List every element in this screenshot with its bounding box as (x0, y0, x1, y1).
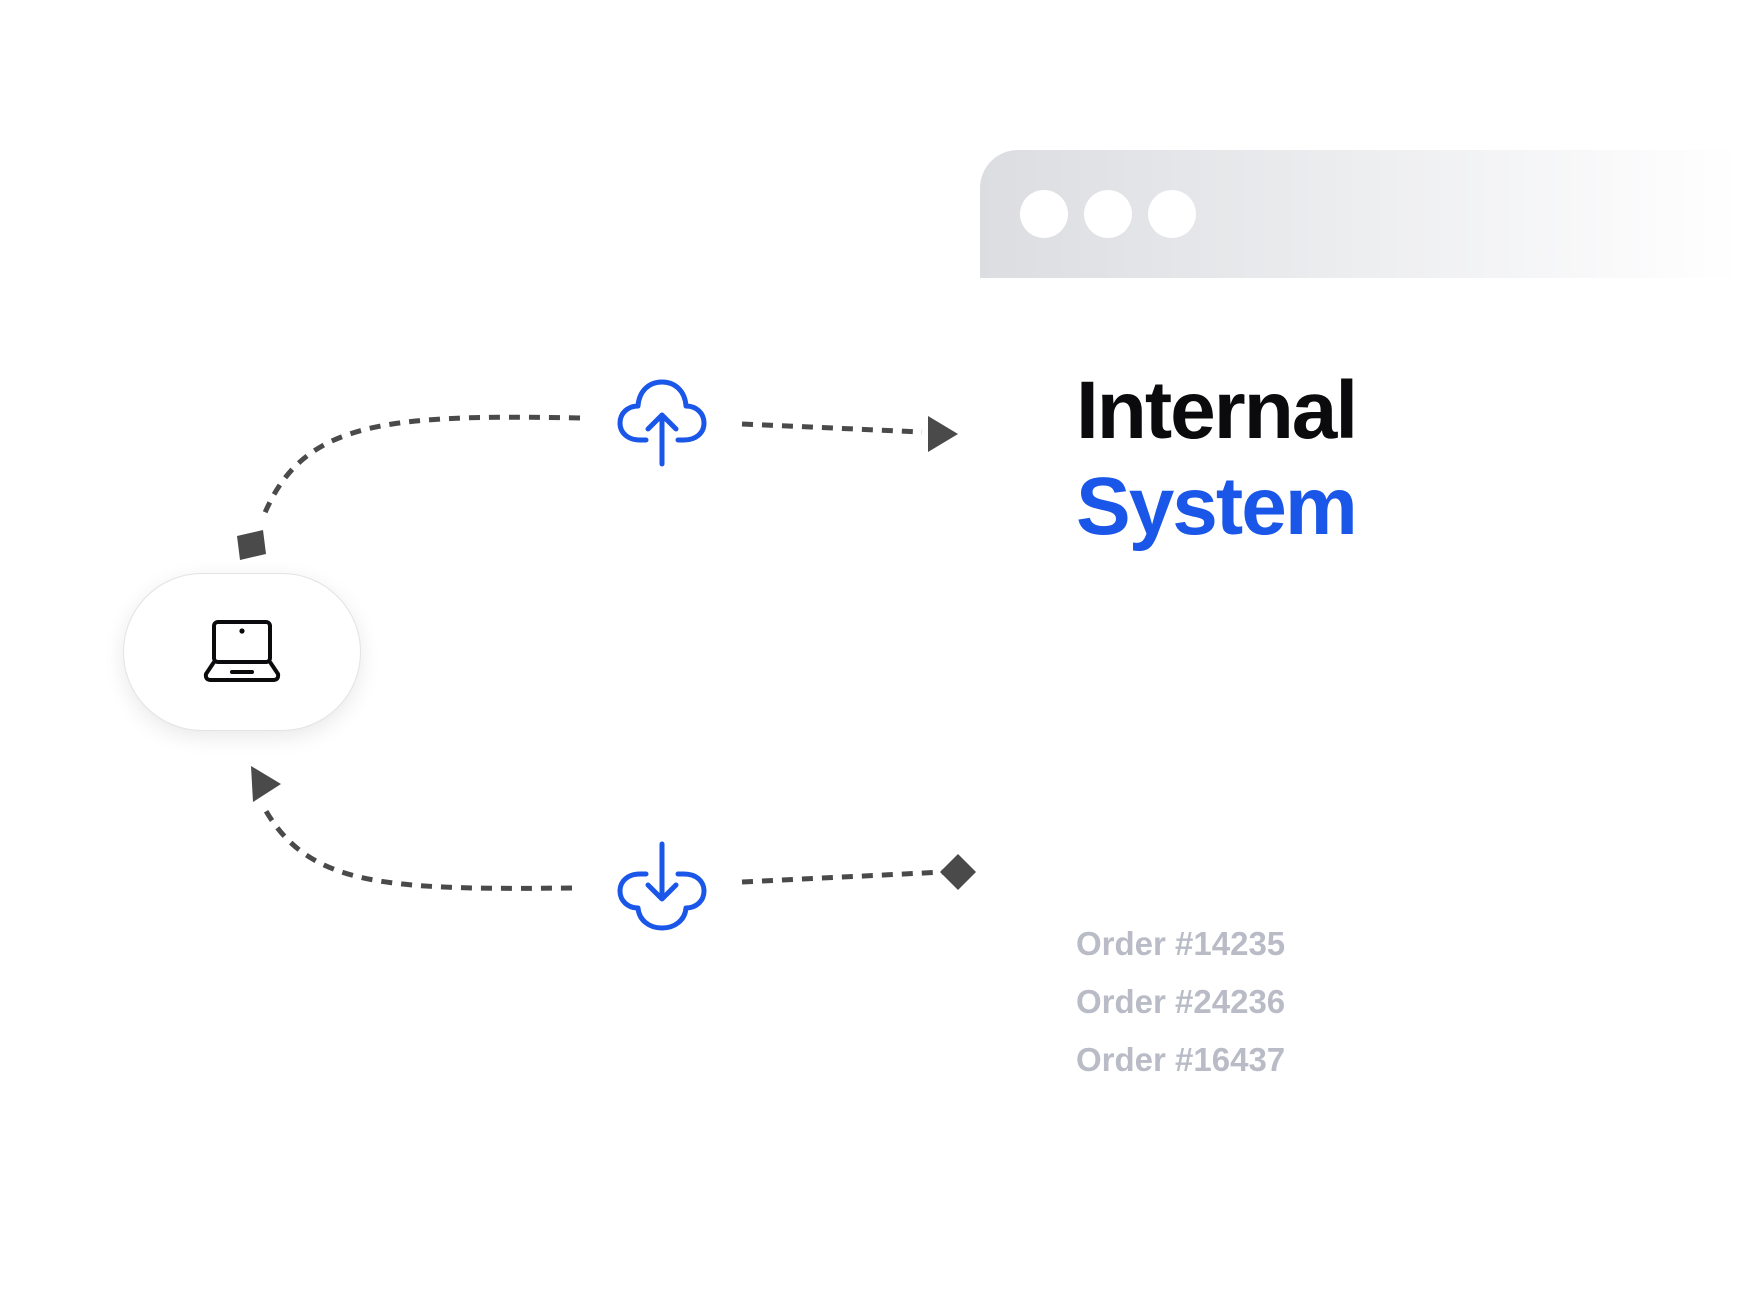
system-title: Internal System (1076, 363, 1358, 555)
order-item: Order #14235 (1076, 925, 1286, 962)
diamond-endpoint-icon (237, 530, 266, 560)
system-title-line-1: Internal (1076, 365, 1358, 456)
window-control-dot[interactable] (1148, 190, 1196, 238)
order-list: Order #14235 Order #24236 Order #16437 (1076, 915, 1285, 1089)
window-control-dot[interactable] (1084, 190, 1132, 238)
order-item: Order #24236 (1076, 983, 1286, 1020)
window-control-dot[interactable] (1020, 190, 1068, 238)
triangle-arrowhead-icon (251, 766, 281, 802)
cloud-download-icon (617, 841, 707, 931)
laptop-icon (203, 620, 281, 682)
system-window: Internal System Order #14235 Order #2423… (980, 150, 1740, 1150)
device-node[interactable] (123, 573, 361, 731)
triangle-arrowhead-icon (928, 416, 958, 452)
system-title-line-2: System (1076, 461, 1358, 552)
cloud-upload-icon (617, 379, 707, 467)
upload-return-connector (259, 414, 581, 521)
order-item: Order #16437 (1076, 1041, 1286, 1078)
download-connector (259, 802, 573, 891)
download-source-connector (741, 869, 945, 885)
diamond-endpoint-icon (940, 854, 976, 890)
upload-connector (741, 421, 923, 435)
window-titlebar (980, 150, 1740, 278)
